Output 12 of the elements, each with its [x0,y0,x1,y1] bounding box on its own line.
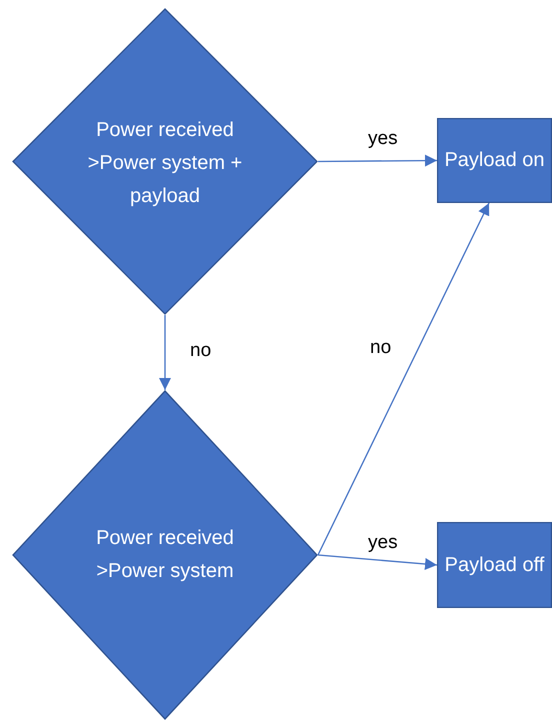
arrow [317,202,490,556]
process-box [437,118,552,203]
arrow [318,154,437,167]
arrow [159,315,171,390]
decision-diamond [12,390,318,720]
node-label: Power received >Power system + payload [86,118,244,208]
process-box [437,522,552,608]
arrow [318,554,438,570]
node-label: Payload on [443,148,546,173]
decision-diamond [12,8,318,315]
node-label: Power received >Power system [95,526,235,584]
node-label: Payload off [444,552,546,578]
